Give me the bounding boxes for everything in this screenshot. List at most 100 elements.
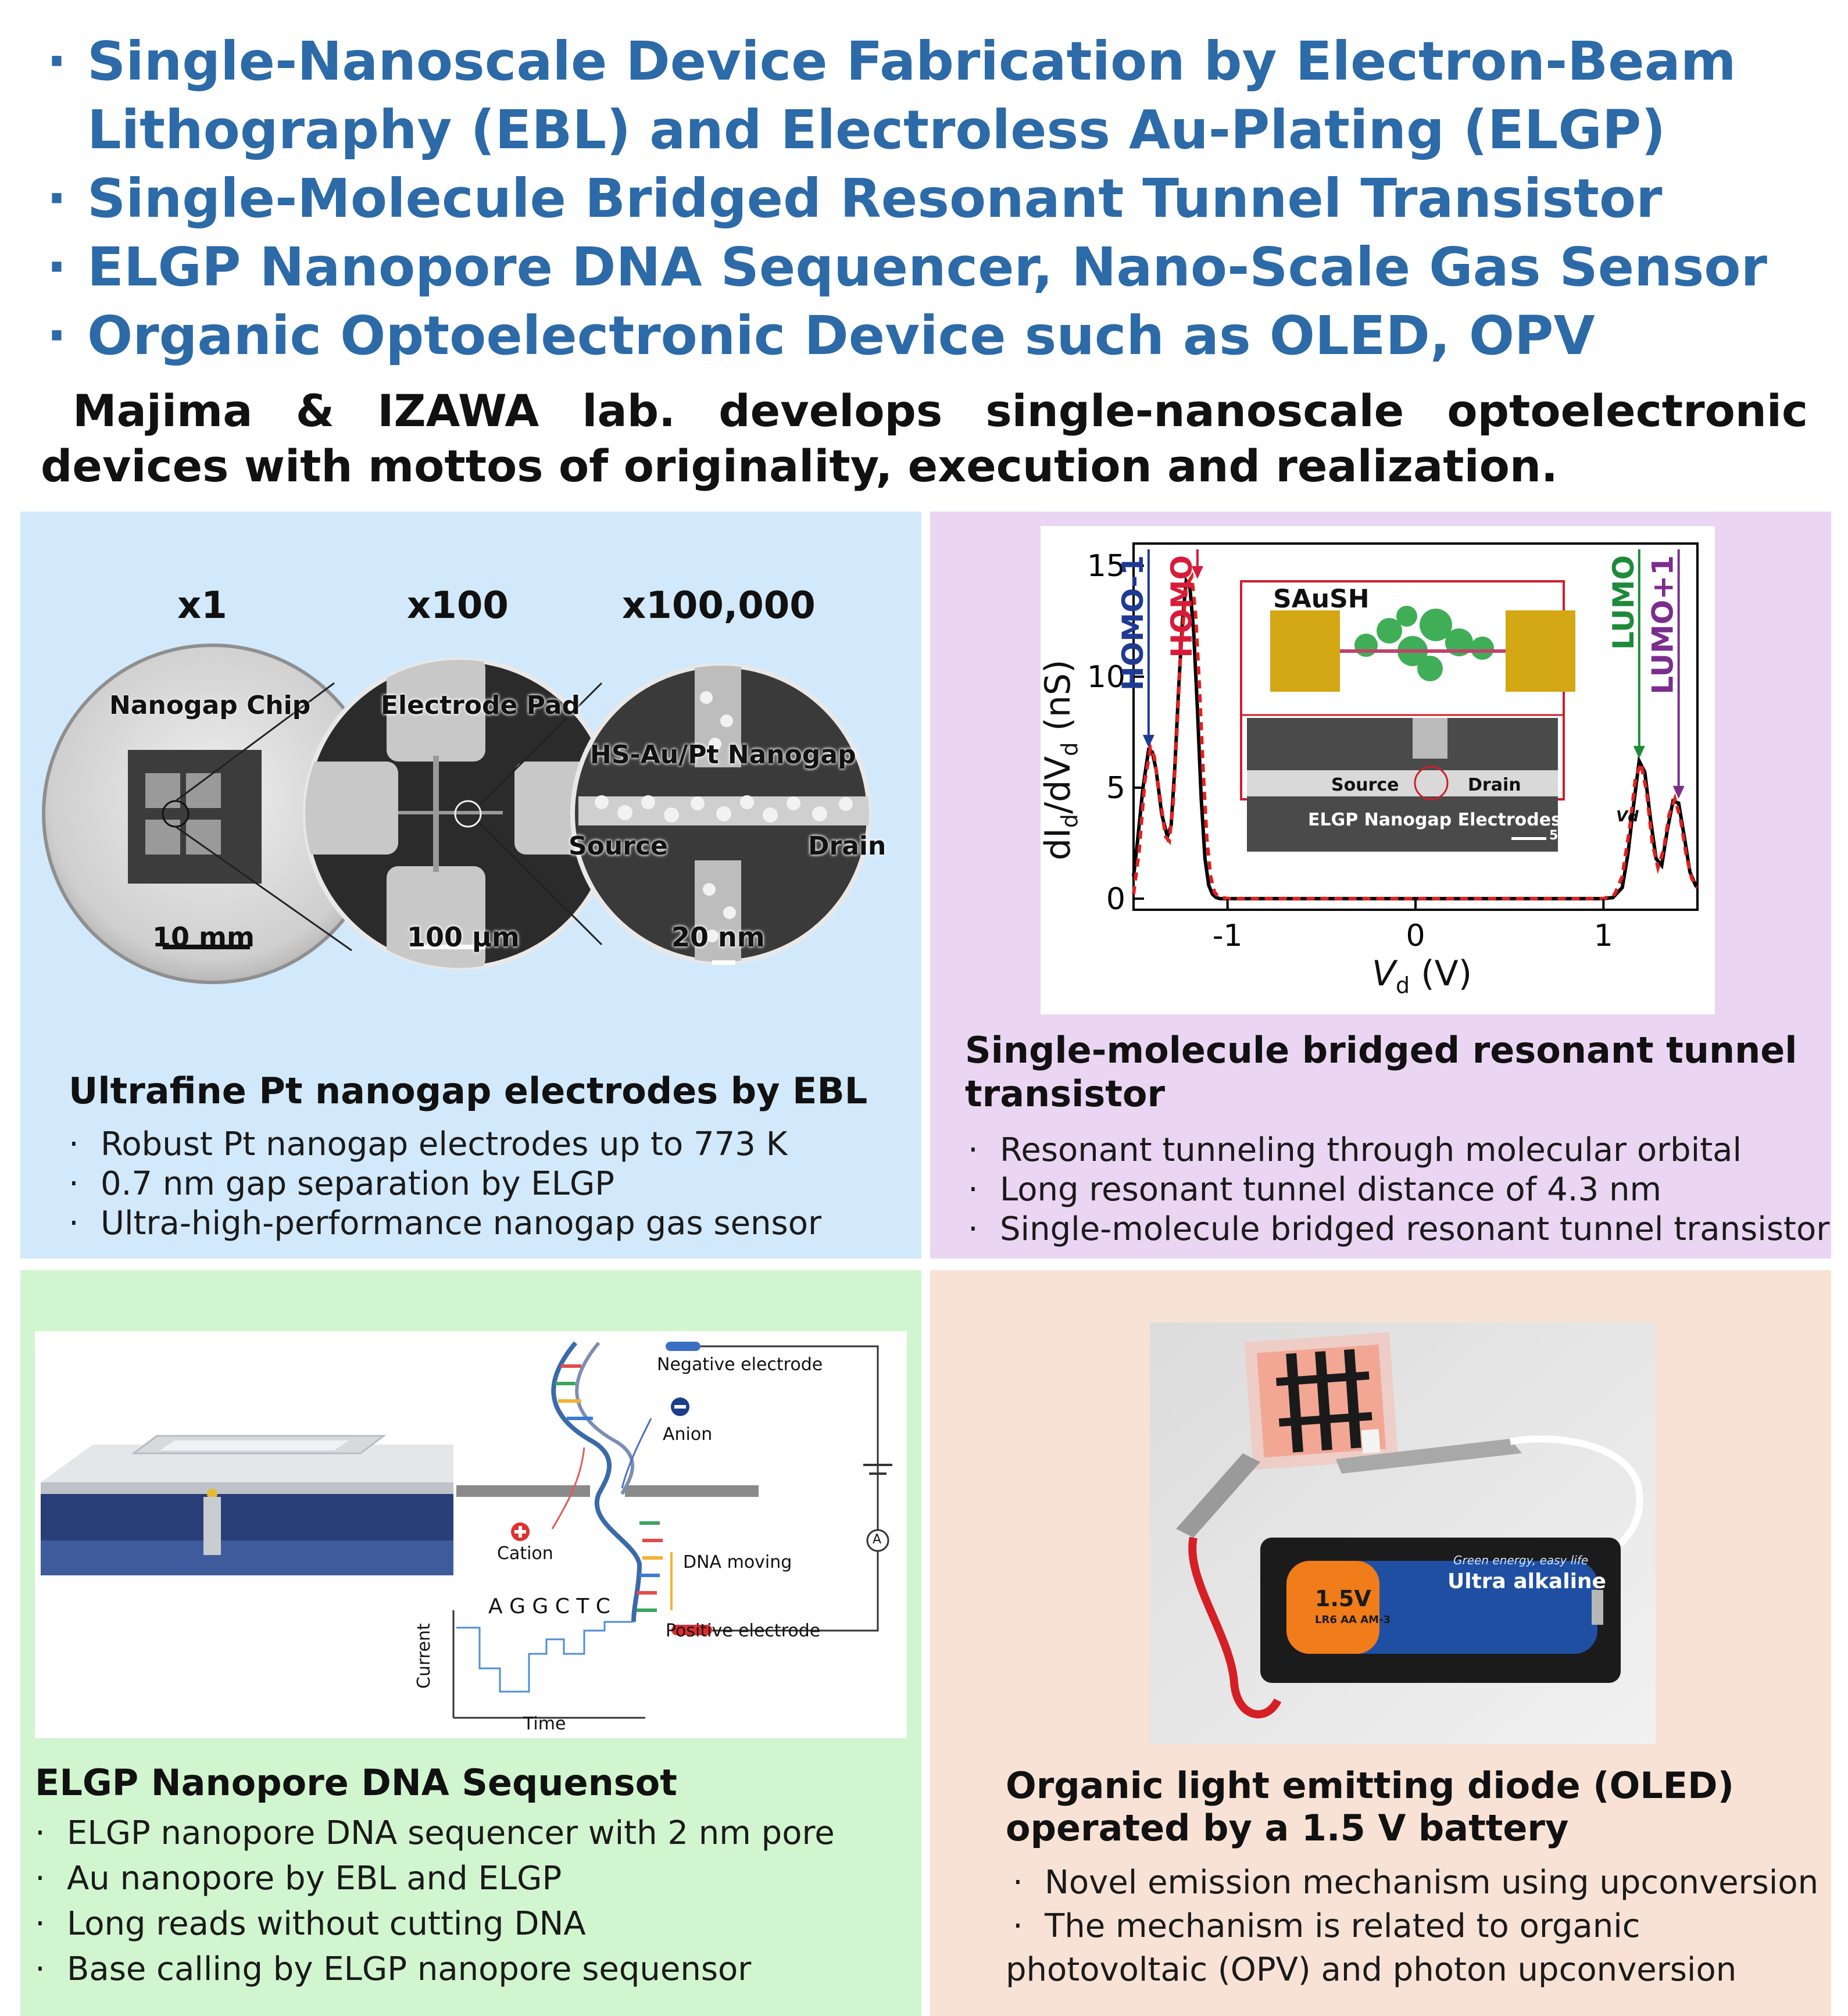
battery-slogan: Green energy, easy life bbox=[1453, 1553, 1589, 1567]
annotation-label: HOMO bbox=[1165, 555, 1199, 658]
bullet-text: The mechanism is related to organic bbox=[1045, 1907, 1640, 1945]
positive-electrode-icon bbox=[671, 1625, 712, 1635]
headline-text: Single-Molecule Bridged Resonant Tunnel … bbox=[87, 167, 1663, 230]
xlabel-unit: (V) bbox=[1410, 953, 1472, 994]
bullet-text: Ultra-high-performance nanogap gas senso… bbox=[101, 1204, 821, 1242]
intro-line-2: devices with mottos of originality, exec… bbox=[41, 440, 1558, 492]
annotation-arrowhead bbox=[1142, 735, 1154, 748]
panel1-bullet: ·0.7 nm gap separation by ELGP bbox=[69, 1165, 615, 1203]
negative-electrode-icon bbox=[666, 1342, 700, 1351]
label-ammeter: A bbox=[873, 1532, 882, 1547]
bullet-dot: · bbox=[47, 30, 67, 92]
mag-x100000: x100,000 bbox=[622, 584, 816, 627]
annotation-label: LUMO bbox=[1607, 555, 1640, 650]
scale-20nm: 20 nm bbox=[671, 921, 765, 953]
label-drain: Drain bbox=[808, 831, 887, 861]
panel4-bullet: ·The mechanism is related to organic bbox=[1013, 1907, 1640, 1945]
chart-xlabel: Vd (V) bbox=[1372, 953, 1472, 998]
mag-x100: x100 bbox=[407, 584, 509, 627]
inset-scale-label: 50 nm bbox=[1549, 828, 1594, 843]
nanopore-dna-diagram bbox=[35, 1331, 907, 1738]
panel2-bullet: ·Resonant tunneling through molecular or… bbox=[968, 1131, 1742, 1169]
bullet-text: Au nanopore by EBL and ELGP bbox=[67, 1860, 562, 1897]
panel2-title-line2: transistor bbox=[965, 1073, 1166, 1115]
panel1-bullet: ·Ultra-high-performance nanogap gas sens… bbox=[69, 1204, 821, 1242]
panel3-bullet: ·ELGP nanopore DNA sequencer with 2 nm p… bbox=[35, 1814, 835, 1852]
intro-line-1: Majima & IZAWA lab. develops single-nano… bbox=[73, 385, 1808, 437]
label-hs-au-pt-nanogap: HS-Au/Pt Nanogap bbox=[590, 740, 856, 770]
bullet-text: Long reads without cutting DNA bbox=[67, 1905, 586, 1943]
panel1-title: Ultrafine Pt nanogap electrodes by EBL bbox=[69, 1070, 868, 1112]
red-wire bbox=[1188, 1536, 1282, 1718]
label-anion: Anion bbox=[663, 1424, 713, 1445]
bullet-text: ELGP nanopore DNA sequencer with 2 nm po… bbox=[67, 1814, 835, 1852]
annotation-label: LUMO+1 bbox=[1646, 555, 1680, 695]
ylabel-sub: d bbox=[1057, 742, 1082, 756]
annotation-label: HOMO-1 bbox=[1116, 555, 1150, 691]
headline-text: ELGP Nanopore DNA Sequencer, Nano-Scale … bbox=[87, 236, 1768, 298]
dna-strand-icon bbox=[551, 1341, 642, 1622]
x-tick-label: -1 bbox=[1213, 918, 1243, 953]
inset-vd-label: Vd bbox=[1616, 808, 1639, 825]
annotation-arrowhead bbox=[1633, 746, 1645, 759]
current-trace bbox=[456, 1621, 634, 1693]
molecule-inset bbox=[1240, 580, 1575, 852]
mag-x1: x1 bbox=[177, 584, 227, 627]
bullet-text: 0.7 nm gap separation by ELGP bbox=[101, 1165, 615, 1203]
oled-device bbox=[1244, 1332, 1399, 1470]
y-tick-label: 0 bbox=[1106, 882, 1125, 917]
membrane-right bbox=[625, 1485, 759, 1497]
bullet-text: Long resonant tunnel distance of 4.3 nm bbox=[1000, 1171, 1662, 1209]
label-positive-electrode: Positive electrode bbox=[666, 1621, 821, 1641]
bullet-dot: · bbox=[47, 167, 67, 230]
panel3-title: ELGP Nanopore DNA Sequensot bbox=[35, 1761, 677, 1804]
inset-molecule-label: SAuSH bbox=[1273, 584, 1370, 614]
cation-arrow-icon bbox=[551, 1447, 585, 1529]
label-source: Source bbox=[569, 831, 668, 861]
ylabel-main: dI bbox=[1038, 828, 1078, 860]
panel4-title-line2: operated by a 1.5 V battery bbox=[1006, 1807, 1569, 1849]
label-current-axis: Current bbox=[414, 1623, 434, 1689]
panel2-bullet: ·Single-molecule bridged resonant tunnel… bbox=[968, 1210, 1830, 1248]
label-electrode-pad: Electrode Pad bbox=[381, 691, 580, 720]
label-negative-electrode: Negative electrode bbox=[657, 1354, 823, 1375]
xlabel-sub: d bbox=[1396, 973, 1410, 998]
series-line-2 bbox=[1132, 571, 1699, 900]
headline-text: Lithography (EBL) and Electroless Au-Pla… bbox=[87, 99, 1666, 161]
chart-ylabel: dId/dVd (nS) bbox=[1038, 616, 1084, 860]
headline-1: ·Single-Nanoscale Device Fabrication by … bbox=[47, 35, 1736, 88]
bullet-text: Base calling by ELGP nanopore sequensor bbox=[67, 1950, 752, 1988]
anion-arrow-icon bbox=[621, 1418, 652, 1489]
headline-text: Organic Optoelectronic Device such as OL… bbox=[87, 305, 1595, 367]
membrane-left bbox=[456, 1485, 590, 1497]
battery-voltage: 1.5V bbox=[1315, 1586, 1371, 1611]
bullet-text: Robust Pt nanogap electrodes up to 773 K bbox=[101, 1125, 788, 1163]
bullet-text: Novel emission mechanism using upconvers… bbox=[1045, 1864, 1819, 1901]
battery-model: LR6 AA AM-3 bbox=[1315, 1614, 1391, 1626]
nanogap-chip bbox=[128, 750, 262, 884]
bullet-text: Resonant tunneling through molecular orb… bbox=[1000, 1131, 1742, 1169]
label-sequence: A G G C T C bbox=[488, 1595, 610, 1618]
headline-2: Lithography (EBL) and Electroless Au-Pla… bbox=[87, 103, 1665, 157]
panel1-bullet: ·Robust Pt nanogap electrodes up to 773 … bbox=[69, 1125, 788, 1163]
panel4-bullet-continued: photovoltaic (OPV) and photon upconversi… bbox=[1006, 1951, 1737, 1989]
xlabel-main: V bbox=[1372, 953, 1396, 994]
alligator-clip-left bbox=[1176, 1453, 1260, 1538]
headline-4: ·ELGP Nanopore DNA Sequencer, Nano-Scale… bbox=[47, 241, 1767, 294]
bullet-dot: · bbox=[47, 236, 67, 298]
ylabel-sub: d bbox=[1057, 814, 1082, 828]
battery-brand: Ultra alkaline bbox=[1447, 1570, 1606, 1593]
ebl-micrograph-set bbox=[42, 644, 871, 984]
x-tick-label: 0 bbox=[1406, 918, 1425, 953]
ylabel-unit: (nS) bbox=[1038, 659, 1078, 742]
headline-5: ·Organic Optoelectronic Device such as O… bbox=[47, 309, 1595, 363]
ylabel-mid: /dV bbox=[1038, 756, 1078, 814]
x-tick-label: 1 bbox=[1594, 918, 1613, 953]
inset-source-label: Source bbox=[1331, 775, 1399, 795]
headline-text: Single-Nanoscale Device Fabrication by E… bbox=[87, 30, 1736, 92]
annotation-arrowhead bbox=[1672, 785, 1685, 799]
label-time-axis: Time bbox=[523, 1714, 566, 1734]
y-tick-label: 15 bbox=[1087, 549, 1125, 584]
bullet-dot: · bbox=[47, 305, 67, 367]
panel4-bullet: ·Novel emission mechanism using upconver… bbox=[1013, 1864, 1819, 1901]
